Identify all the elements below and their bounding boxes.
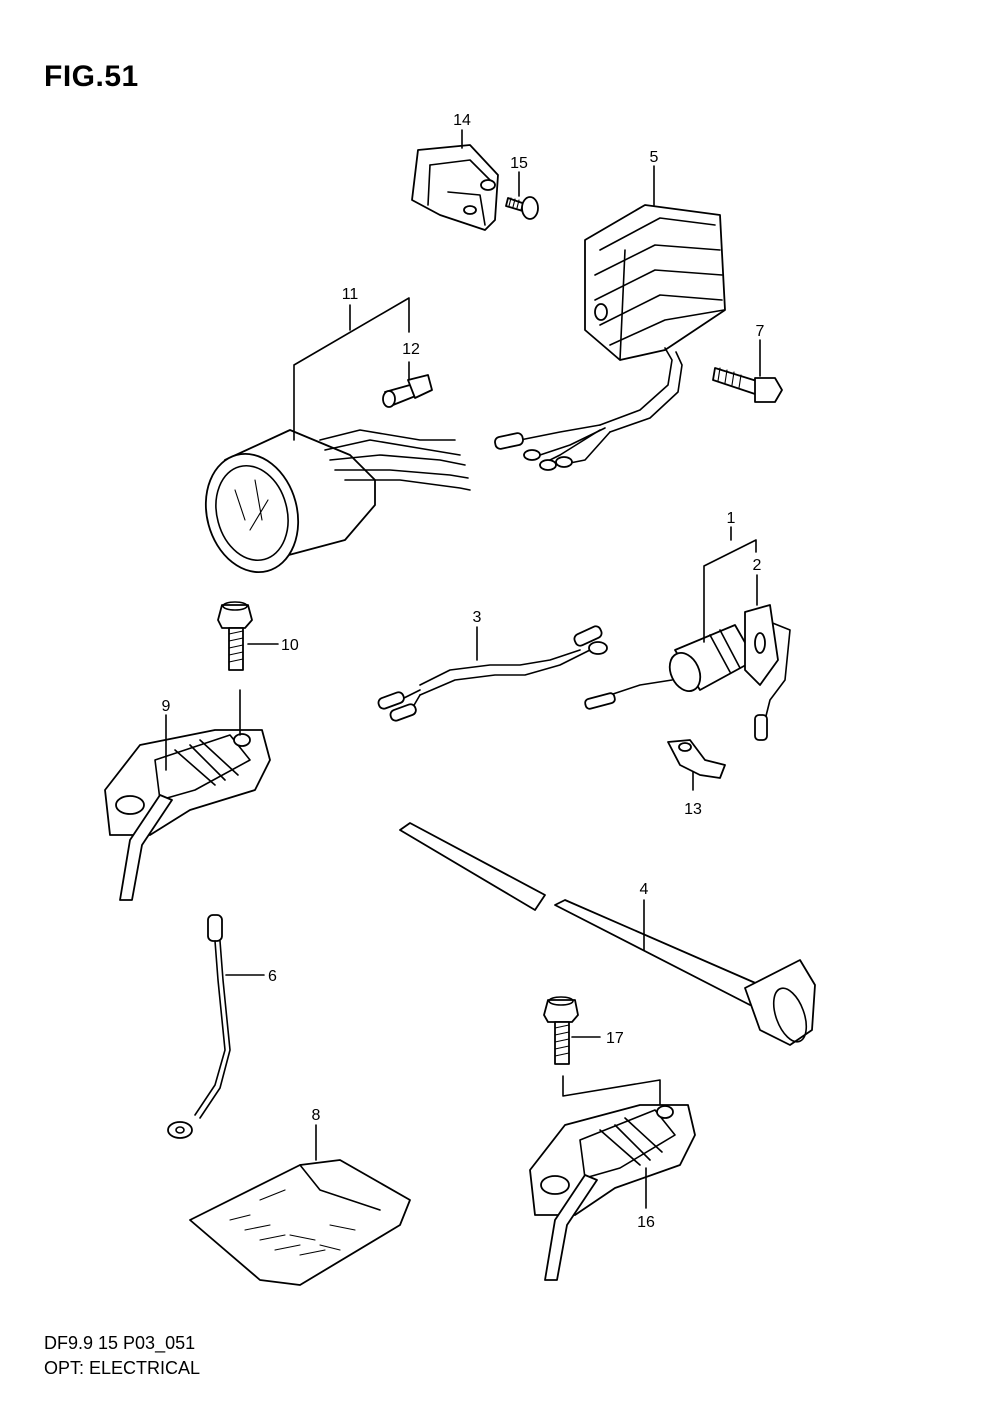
callout-10: 10 xyxy=(281,637,299,654)
part-14-bracket[interactable] xyxy=(411,144,499,231)
part-2-plate[interactable] xyxy=(744,604,779,686)
part-15-screw[interactable] xyxy=(505,196,539,220)
part-1-switch-assembly[interactable] xyxy=(584,619,791,741)
callout-3: 3 xyxy=(473,609,482,626)
callout-9: 9 xyxy=(162,698,171,715)
callout-7: 7 xyxy=(756,323,765,340)
callout-5: 5 xyxy=(650,149,659,166)
callout-labels: 14 15 5 7 11 12 1 2 3 10 9 13 4 6 8 17 1… xyxy=(162,112,765,1231)
callout-15: 15 xyxy=(510,155,528,172)
callout-16: 16 xyxy=(637,1214,655,1231)
callout-2: 2 xyxy=(753,557,762,574)
callout-4: 4 xyxy=(640,881,649,898)
leader-lines xyxy=(165,129,761,1209)
part-5-rectifier-regulator[interactable] xyxy=(494,204,726,471)
callout-11: 11 xyxy=(342,286,359,303)
part-3-wire-harness[interactable] xyxy=(377,625,608,722)
part-4-tube-and-cap[interactable] xyxy=(399,822,816,1046)
callout-17: 17 xyxy=(606,1030,624,1047)
model-code: DF9.9 15 P03_051 xyxy=(44,1333,196,1353)
part-6-ground-wire[interactable] xyxy=(167,914,231,1139)
part-7-bolt[interactable] xyxy=(712,367,783,403)
part-12-bulb[interactable] xyxy=(382,374,433,408)
figure-description: OPT: ELECTRICAL xyxy=(44,1358,201,1378)
callout-8: 8 xyxy=(312,1107,321,1124)
part-17-bolt[interactable] xyxy=(543,996,579,1065)
part-16-lighting-coil[interactable] xyxy=(529,1104,696,1281)
callout-14: 14 xyxy=(453,112,471,129)
callout-1: 1 xyxy=(727,510,736,527)
part-11-meter-gauge[interactable] xyxy=(193,429,471,583)
callout-6: 6 xyxy=(268,968,277,985)
callout-12: 12 xyxy=(402,341,420,358)
part-9-lighting-coil[interactable] xyxy=(104,729,271,901)
part-13-clip[interactable] xyxy=(667,739,726,779)
part-8-parts-bag[interactable] xyxy=(189,1159,411,1286)
figure-title: FIG.51 xyxy=(44,60,139,93)
callout-13: 13 xyxy=(684,801,702,818)
part-10-bolt[interactable] xyxy=(217,601,253,671)
